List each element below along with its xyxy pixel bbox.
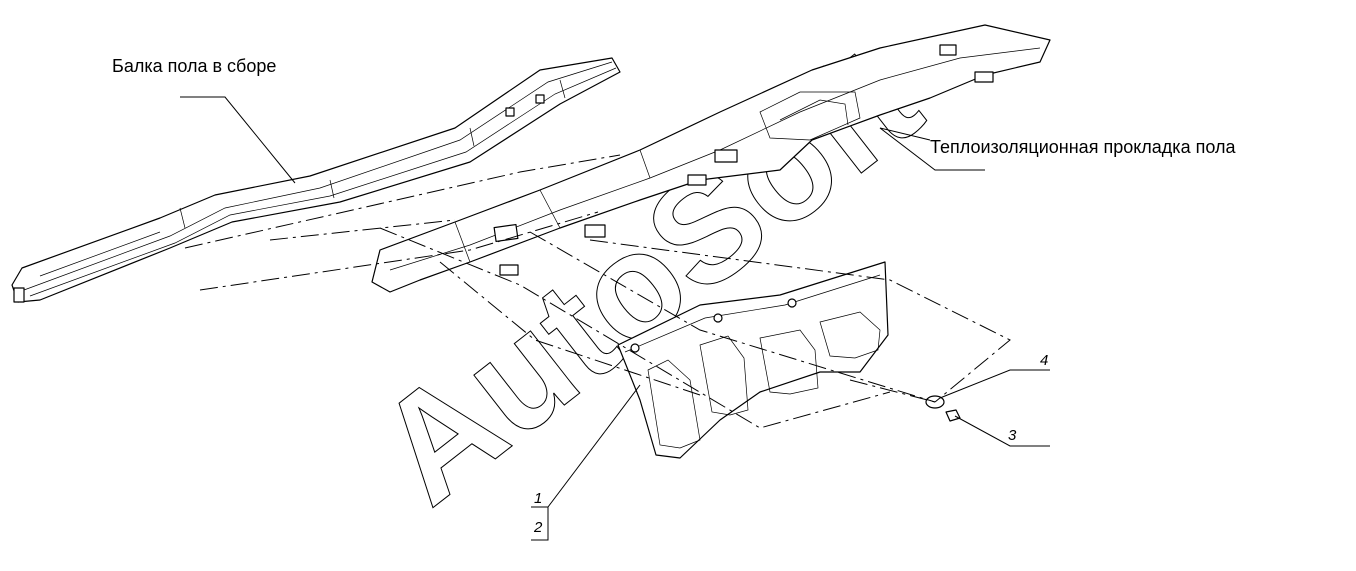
callout-3: 3 xyxy=(1008,427,1017,444)
floor-beam-assembly xyxy=(11,57,621,303)
lower-shield-part xyxy=(617,261,889,459)
callout-2: 2 xyxy=(533,519,543,536)
assembly-lines xyxy=(184,154,1011,429)
label-floor-heat-insulation-pad: Теплоизоляционная прокладка пола xyxy=(930,137,1236,157)
label-floor-beam-assembly: Балка пола в сборе xyxy=(112,56,276,76)
nut xyxy=(945,409,961,422)
leader-lines xyxy=(180,96,1050,541)
callout-1: 1 xyxy=(534,490,542,507)
callout-4: 4 xyxy=(1040,352,1048,369)
